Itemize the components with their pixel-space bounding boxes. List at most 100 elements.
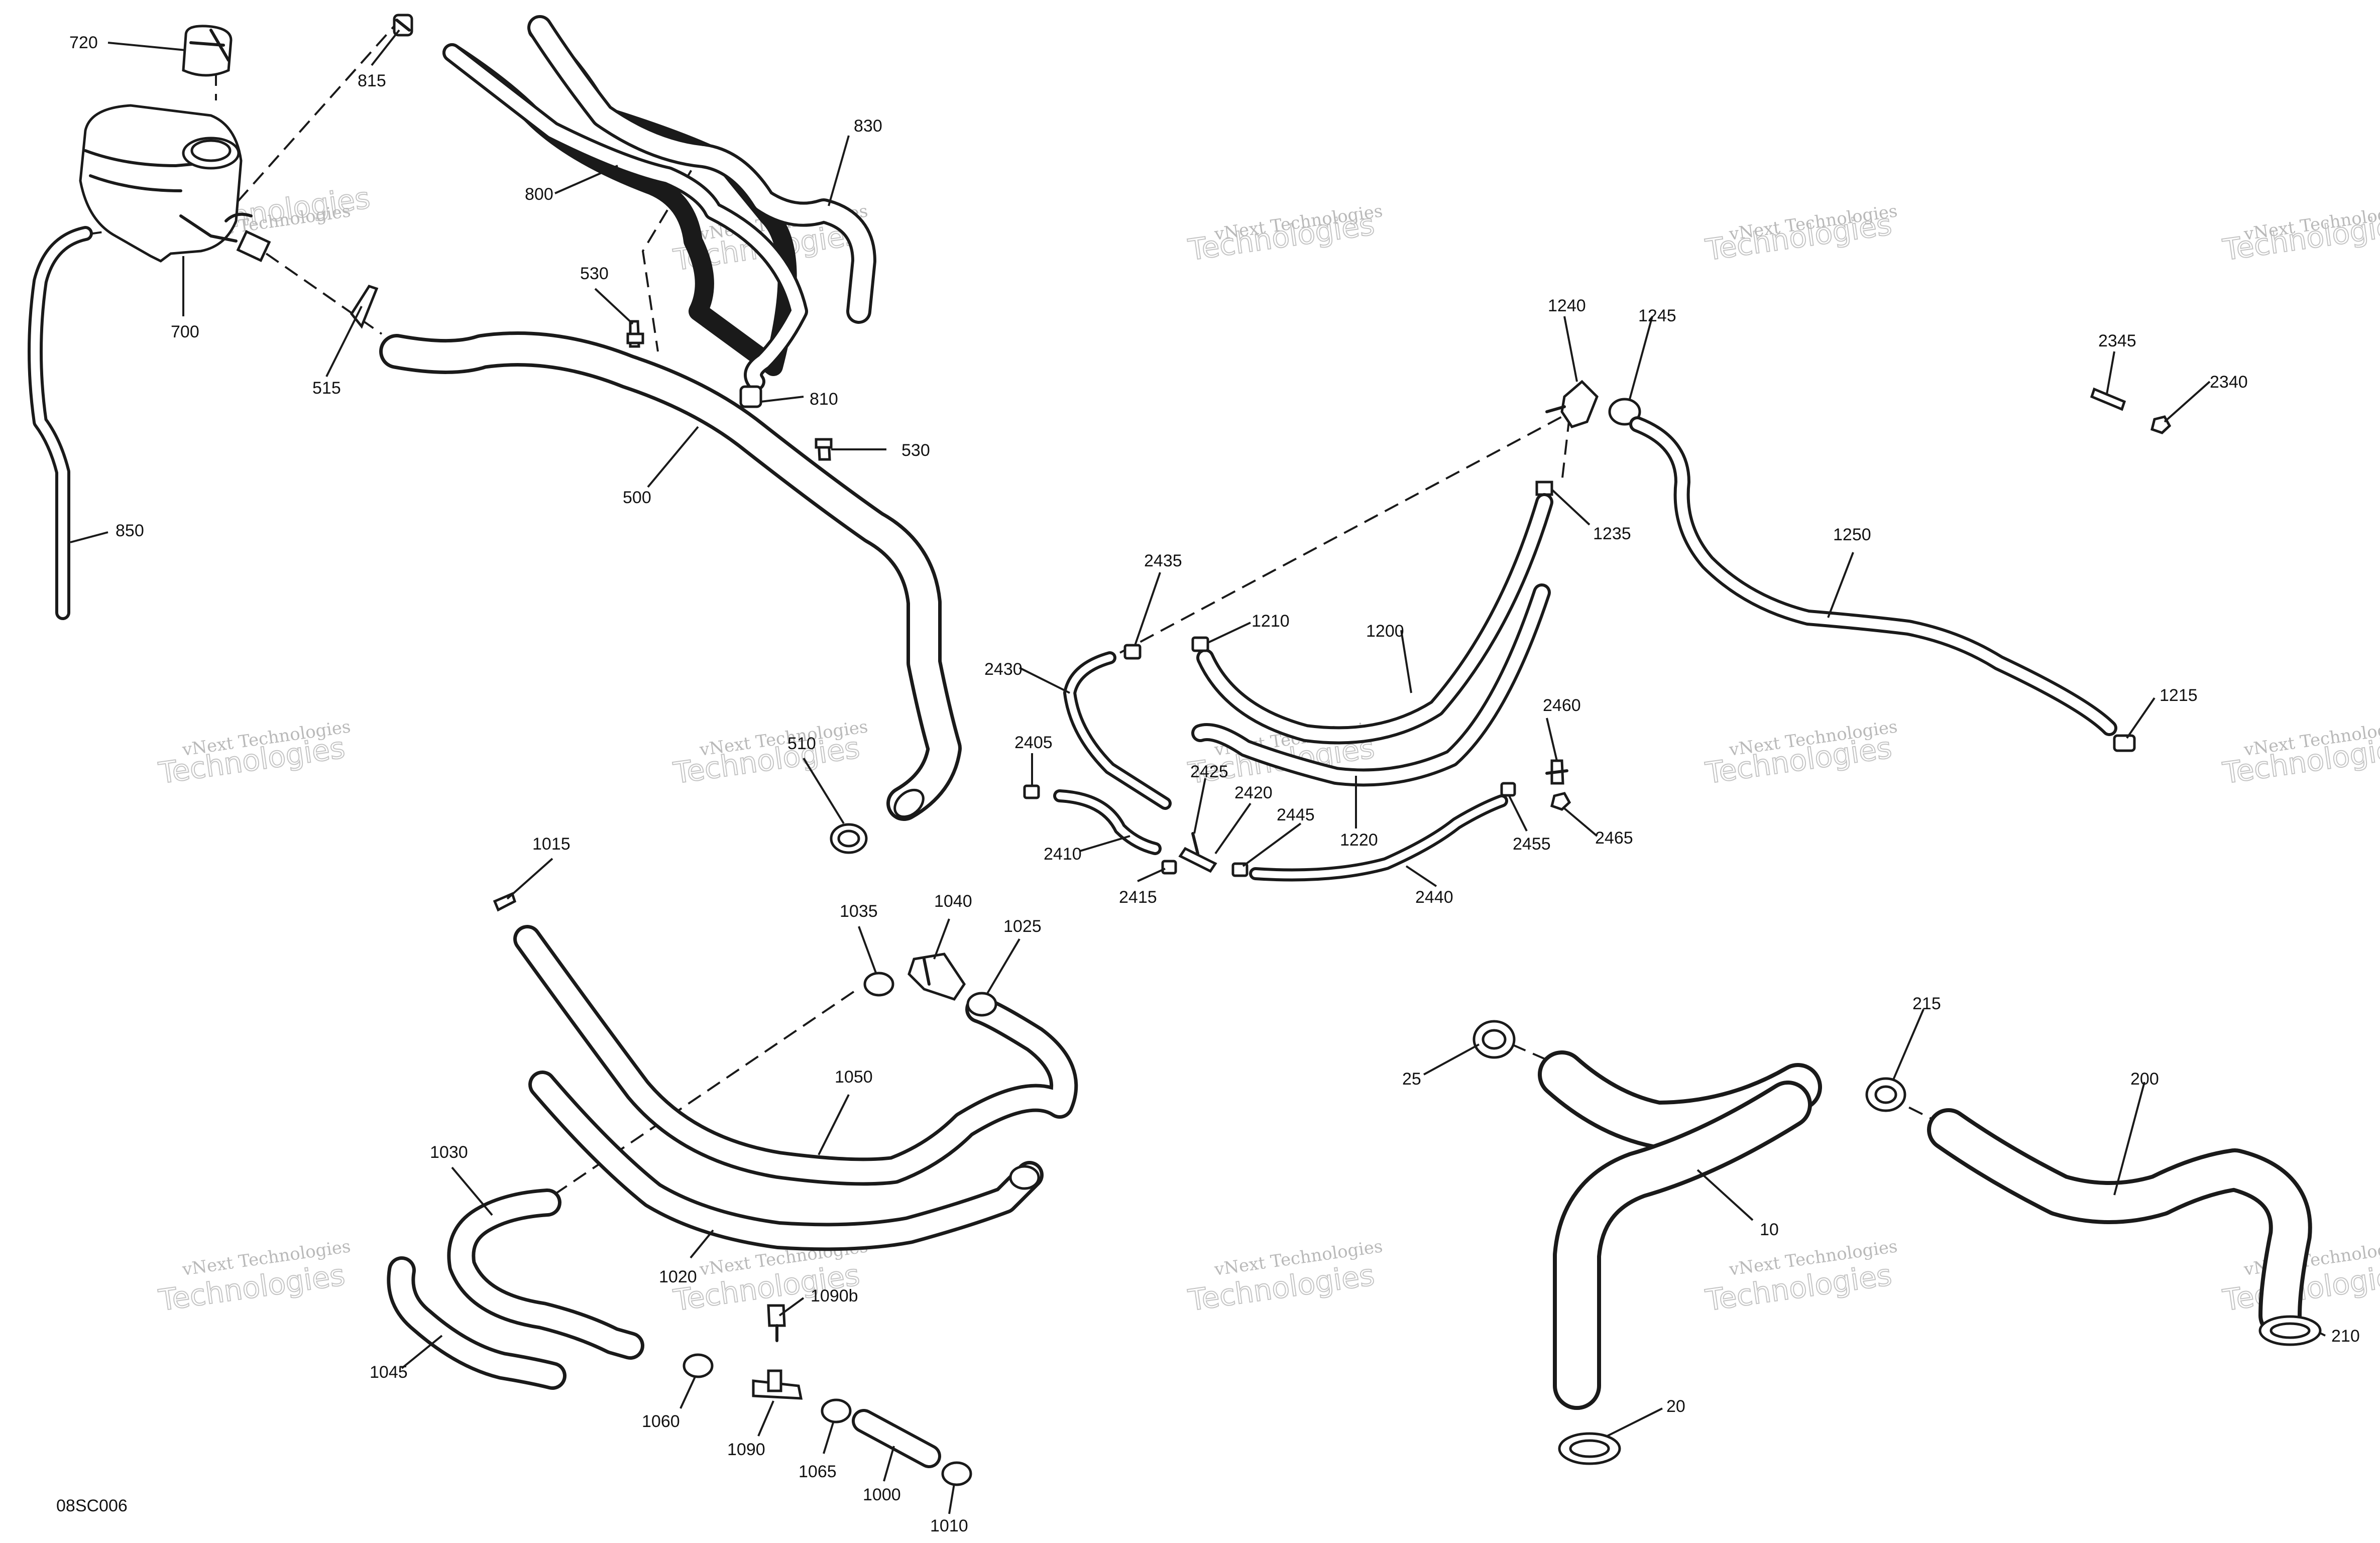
callout-label: 2445 (1277, 805, 1315, 824)
part-2440-tube (1249, 794, 1508, 882)
callout-label: 815 (358, 71, 386, 90)
callout-label: 2430 (984, 660, 1023, 679)
diagram-code: 08SC006 (56, 1496, 128, 1515)
callout-label: 1215 (2160, 686, 2198, 705)
part-2435-clip (1123, 644, 1142, 660)
part-1025-clamp (966, 992, 997, 1017)
callout-label: 200 (2130, 1070, 2159, 1089)
part-2465-nut (1550, 792, 1571, 811)
callout-label: 850 (116, 521, 144, 540)
callout-label: 1000 (863, 1485, 901, 1504)
callout-label: 2425 (1190, 762, 1228, 781)
callout-label: 1045 (370, 1363, 408, 1382)
part-1020-hose (528, 1071, 1044, 1251)
callout-label: 2420 (1234, 783, 1273, 802)
part-10-hose (1538, 1050, 1822, 1410)
part-830-hose (527, 15, 876, 324)
callout-label: 2465 (1595, 828, 1633, 848)
callout-label: 500 (623, 488, 651, 507)
callout-label: 830 (854, 116, 882, 136)
leader-lines (70, 29, 2326, 1514)
part-1240-fitting (1545, 380, 1599, 428)
callout-label: 530 (901, 441, 930, 460)
callout-label: 1010 (930, 1516, 968, 1535)
callout-label: 215 (1912, 994, 1941, 1013)
callout-label: 2345 (2098, 331, 2136, 350)
part-530-screw (626, 320, 644, 348)
callout-label: 1235 (1593, 524, 1631, 543)
callout-label: 510 (787, 734, 816, 753)
callout-label: 1035 (840, 902, 878, 921)
part-1090b-sensor (767, 1304, 786, 1342)
part-530-screw (815, 438, 833, 461)
callout-label: 1065 (799, 1462, 837, 1481)
part-515-clip (350, 285, 379, 329)
part-2420-tee-fitting (1178, 832, 1217, 873)
callout-label: 1030 (430, 1143, 468, 1162)
part-1235-clip (1535, 481, 1553, 496)
part-2460-fitting (1545, 759, 1568, 785)
callout-label: 2410 (1044, 845, 1082, 864)
part-200-hose (1927, 1108, 2312, 1337)
callout-label: 2405 (1014, 733, 1053, 752)
part-1045-hose (387, 1256, 566, 1390)
part-1035-clamp (863, 972, 894, 997)
callout-label: 210 (2331, 1327, 2360, 1346)
part-800-hose (442, 21, 808, 391)
part-1220-hose (1191, 583, 1551, 787)
part-2410-tube (1053, 789, 1162, 855)
callout-label: 530 (580, 264, 609, 283)
part-1200-hose (1196, 493, 1553, 745)
part-2455-clip (1500, 782, 1516, 797)
part-720-cap (182, 25, 233, 77)
callout-label: 1040 (934, 892, 972, 911)
callout-label: 720 (69, 33, 98, 52)
part-210-clamp (2258, 1315, 2322, 1346)
callout-label: 1250 (1833, 525, 1871, 544)
part-20-clamp (1558, 1432, 1621, 1465)
part-215-clamp (1865, 1077, 1906, 1112)
callout-label: 20 (1666, 1397, 1685, 1416)
part-1090-tee (752, 1369, 803, 1400)
callout-label: 810 (810, 390, 838, 409)
part-810-clip (739, 385, 762, 408)
part-1215-clamp (2113, 734, 2136, 752)
callout-label: 10 (1760, 1220, 1779, 1239)
part-510-clamp (830, 823, 868, 854)
part-1030-hose (447, 1189, 644, 1360)
callout-label: 1090b (811, 1286, 858, 1305)
part-1250-hose (1629, 416, 2117, 736)
callout-label: 1050 (835, 1067, 873, 1087)
callout-label: 2435 (1144, 551, 1182, 570)
parts (28, 14, 2322, 1486)
callout-label: 2460 (1543, 696, 1581, 715)
callout-label: 1220 (1340, 830, 1378, 850)
part-700-reservoir (79, 104, 271, 263)
callout-label: 2455 (1513, 835, 1551, 854)
callout-label: 515 (312, 379, 341, 398)
part-2430-tube (1063, 651, 1172, 810)
callout-label: 25 (1402, 1070, 1421, 1089)
callout-labels: 720 815 830 800 700 515 530 530 810 500 … (56, 33, 2360, 1535)
callout-label: 1060 (642, 1412, 680, 1431)
part-25-clamp (1472, 1020, 1516, 1059)
part-2405-clip (1023, 784, 1040, 799)
part-1010-clamp (941, 1461, 972, 1486)
callout-label: 2415 (1119, 888, 1157, 907)
part-2415-clip (1161, 860, 1177, 875)
callout-label: 1020 (659, 1267, 697, 1286)
callout-label: 1245 (1638, 306, 1676, 325)
part-2345-fitting (2090, 387, 2126, 411)
part-1065-clamp (821, 1398, 852, 1423)
part-1015-screw (493, 892, 517, 912)
part-1000-hose (852, 1409, 941, 1468)
part-1060-clamp (683, 1353, 714, 1378)
part-850-vent-tube (28, 226, 93, 620)
callout-label: 2340 (2210, 373, 2248, 392)
callout-label: 1200 (1366, 622, 1404, 641)
callout-label: 1210 (1252, 612, 1290, 631)
callout-label: 1025 (1003, 917, 1042, 936)
callout-label: 1240 (1548, 296, 1586, 315)
callout-label: 1015 (532, 835, 571, 854)
